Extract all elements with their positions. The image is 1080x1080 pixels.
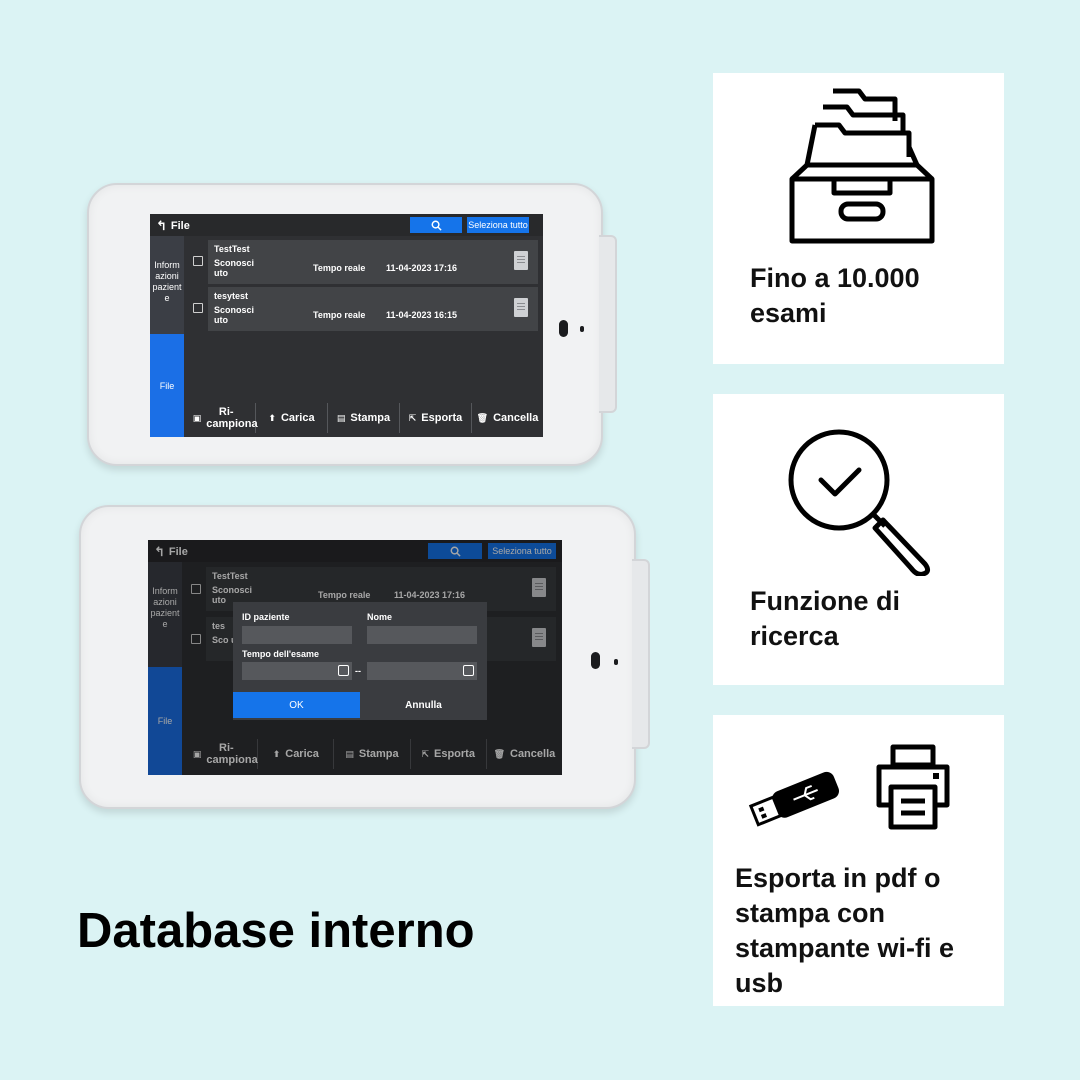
back-button[interactable]: ↰ File — [156, 218, 190, 234]
trash-icon: 🗑 — [493, 749, 505, 759]
select-all-button[interactable]: Seleziona tutto — [488, 543, 556, 559]
device-screen: ↰ File Seleziona tutto Inform azioni paz… — [148, 540, 562, 775]
record-checkbox[interactable] — [191, 634, 201, 644]
back-label: File — [170, 220, 190, 232]
calendar-icon[interactable] — [338, 665, 349, 676]
top-bar: ↰ File Seleziona tutto — [148, 540, 562, 562]
export-icon: ⇱ — [421, 749, 429, 759]
export-button[interactable]: ⇱Esporta — [400, 403, 472, 433]
record-date: 11-04-2023 16:15 — [386, 310, 458, 320]
document-icon[interactable] — [532, 628, 546, 647]
printer-icon: ▤ — [345, 749, 354, 759]
record-checkbox[interactable] — [191, 584, 201, 594]
feature-text: Funzione di ricerca — [750, 586, 900, 651]
tablet-device-top: ↰ File Seleziona tutto Inform azioni paz… — [87, 183, 617, 466]
usb-drive-icon — [748, 771, 840, 827]
exam-start-date-input[interactable] — [242, 662, 352, 680]
exam-time-label: Tempo dell'esame — [242, 649, 320, 659]
delete-button[interactable]: 🗑Cancella — [476, 412, 539, 424]
document-icon[interactable] — [514, 298, 528, 317]
back-label: File — [168, 546, 188, 558]
feature-card-export: Esporta in pdf o stampa con stampante wi… — [713, 715, 1004, 1006]
back-arrow-icon: ↰ — [156, 218, 167, 233]
record-date: 11-04-2023 17:16 — [386, 263, 458, 273]
date-range-separator: -- — [355, 666, 361, 676]
search-button[interactable] — [428, 543, 482, 559]
upload-icon: ⬆ — [268, 413, 276, 423]
feature-card-storage: Fino a 10.000 esami — [713, 73, 1004, 364]
name-label: Nome — [367, 612, 393, 622]
file-tab[interactable]: File — [150, 334, 184, 437]
record-gender: Sconosci uto — [212, 585, 253, 605]
cancel-button[interactable]: Annulla — [405, 699, 442, 711]
record-gender: Sconosci uto — [214, 258, 255, 278]
magnifier-check-icon — [788, 429, 931, 576]
record-date: 11-04-2023 17:16 — [394, 590, 466, 600]
back-button[interactable]: ↰ File — [154, 544, 188, 560]
record-gender: Sconosci uto — [214, 305, 255, 325]
image-icon: ▣ — [192, 413, 202, 423]
patient-id-input[interactable] — [242, 626, 352, 644]
image-icon: ▣ — [192, 749, 202, 759]
feature-text: Fino a 10.000 esami — [750, 263, 920, 328]
feature-card-search: Funzione di ricerca — [713, 394, 1004, 685]
patient-id-label: ID paziente — [242, 612, 290, 622]
search-dialog: ID paziente Nome Tempo dell'esame -- OK … — [233, 602, 487, 720]
search-icon — [431, 220, 442, 231]
upload-button[interactable]: ⬆Carica — [256, 403, 328, 433]
record-checkbox[interactable] — [193, 303, 203, 313]
record-checkbox[interactable] — [193, 256, 203, 266]
file-tab[interactable]: File — [148, 667, 182, 775]
record-gender: Sco uto — [212, 635, 245, 645]
record-name: TestTest — [212, 571, 248, 581]
name-input[interactable] — [367, 626, 477, 644]
patient-info-tab[interactable]: Inform azioni pazient e — [150, 236, 184, 334]
upload-button[interactable]: ⬆Carica — [258, 739, 335, 769]
top-bar: ↰ File Seleziona tutto — [150, 214, 543, 236]
export-button[interactable]: ⇱Esporta — [411, 739, 487, 769]
camera-icon — [591, 652, 600, 669]
calendar-icon[interactable] — [463, 665, 474, 676]
printer-icon: ▤ — [336, 413, 346, 423]
file-drawer-icon — [789, 88, 935, 244]
patient-info-tab[interactable]: Inform azioni pazient e — [148, 562, 182, 667]
page-title: Database interno — [77, 904, 475, 958]
bottom-toolbar: ▣Ri- campiona ⬆Carica ▤Stampa ⇱Esporta 🗑… — [184, 399, 543, 437]
table-row[interactable]: tesytest Sconosci uto Tempo reale 11-04-… — [208, 287, 538, 331]
device-screen: ↰ File Seleziona tutto Inform azioni paz… — [150, 214, 543, 437]
camera-icon — [559, 320, 568, 337]
trash-icon: 🗑 — [476, 413, 489, 423]
record-name: tes — [212, 621, 226, 631]
record-name: tesytest — [214, 291, 249, 301]
record-mode: Tempo reale — [318, 590, 371, 600]
resample-button[interactable]: ▣Ri- campiona — [182, 739, 259, 769]
ok-button[interactable]: OK — [233, 692, 360, 718]
record-name: TestTest — [214, 244, 250, 254]
search-icon — [450, 546, 461, 557]
record-mode: Tempo reale — [313, 310, 366, 320]
tablet-device-bottom: ↰ File Seleziona tutto Inform azioni paz… — [79, 505, 650, 809]
record-mode: Tempo reale — [313, 263, 366, 273]
feature-text: Esporta in pdf o stampa con stampante wi… — [735, 863, 955, 998]
export-icon: ⇱ — [408, 413, 417, 423]
back-arrow-icon: ↰ — [154, 544, 165, 559]
bottom-toolbar: ▣Ri- campiona ⬆Carica ▤Stampa ⇱Esporta 🗑… — [182, 733, 562, 775]
print-button[interactable]: ▤Stampa — [334, 739, 411, 769]
resample-button[interactable]: ▣Ri- campiona — [184, 403, 258, 433]
print-button[interactable]: ▤Stampa — [328, 403, 400, 433]
delete-button[interactable]: 🗑Cancella — [493, 748, 556, 760]
document-icon[interactable] — [514, 251, 528, 270]
select-all-button[interactable]: Seleziona tutto — [467, 217, 529, 233]
printer-icon — [876, 744, 950, 830]
table-row[interactable]: TestTest Sconosci uto Tempo reale 11-04-… — [208, 240, 538, 284]
search-button[interactable] — [410, 217, 462, 233]
exam-end-date-input[interactable] — [367, 662, 477, 680]
document-icon[interactable] — [532, 578, 546, 597]
upload-icon: ⬆ — [272, 749, 281, 759]
